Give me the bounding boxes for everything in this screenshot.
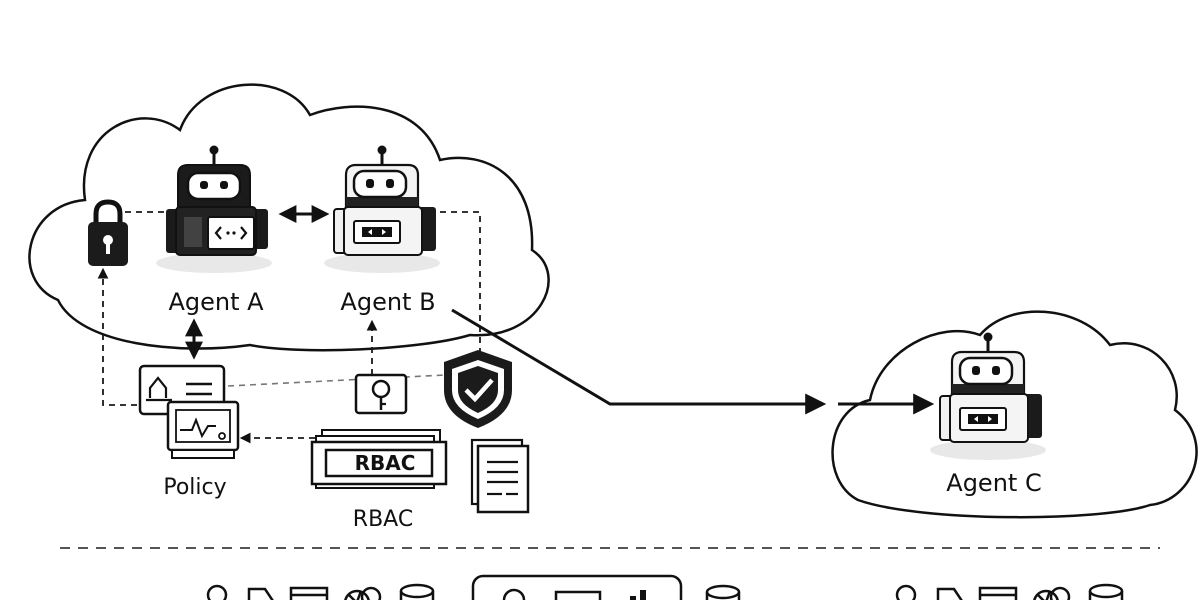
agent-a-label: Agent A [168, 288, 264, 316]
rbac-caption: RBAC [353, 507, 413, 532]
bottom-icon-strip-left [206, 583, 435, 600]
rbac-card-stack [310, 429, 448, 489]
policy-label: Policy [163, 475, 226, 500]
key-badge-icon [354, 373, 408, 415]
lock-icon [88, 199, 128, 266]
agent-b-label: Agent B [340, 288, 435, 316]
rbac-card-label: RBAC [355, 451, 416, 475]
bottom-icon-panel [471, 574, 683, 600]
shield-check-icon [444, 350, 512, 428]
left-cloud [28, 83, 550, 352]
document-icon [470, 438, 530, 514]
monitor-icon [166, 400, 240, 459]
database-icon [705, 584, 741, 600]
bottom-icon-strip-right [895, 583, 1124, 600]
connectors [97, 205, 935, 444]
agent-c-label: Agent C [946, 469, 1041, 497]
